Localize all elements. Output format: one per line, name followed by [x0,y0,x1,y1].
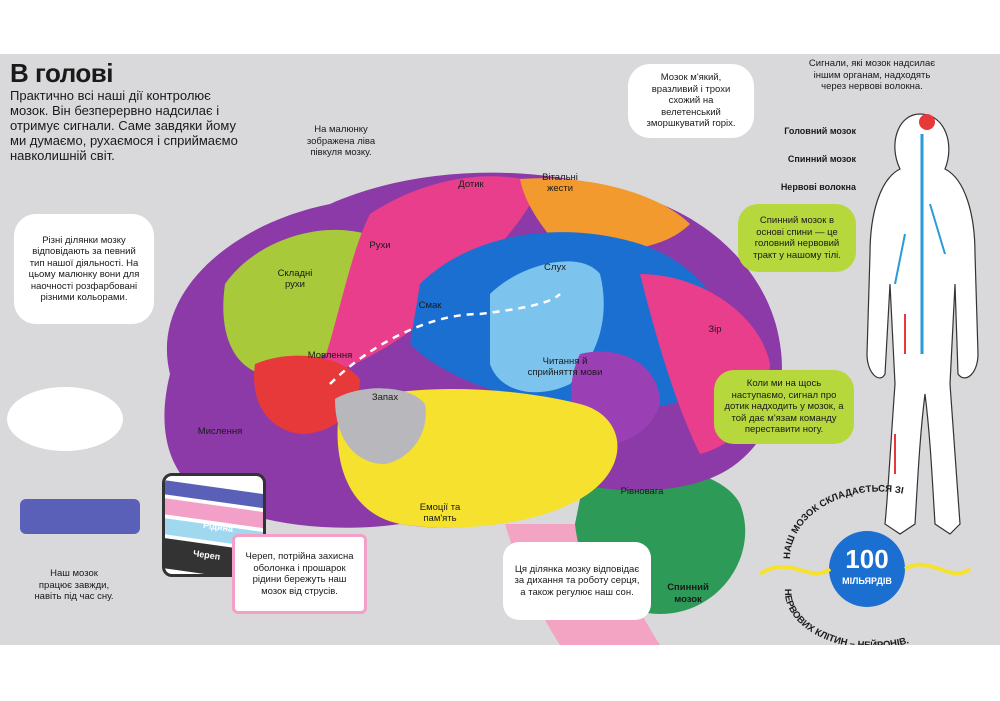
arrow-down [929,203,946,255]
skull-note: Череп, потрійна захисна оболонка і проша… [232,534,367,614]
region-thinking-label: Мислення [197,426,243,437]
region-red [254,355,360,434]
region-movements-label: Рухи [369,240,391,251]
region-vital-label: Вітальні жести [542,172,578,194]
bubble-step: Коли ми на щось наступаємо, сигнал про д… [714,370,854,444]
label-brain: Головний мозок [784,126,856,136]
page-background: В голові Практично всі наші дії контролю… [0,54,1000,645]
bubble-spinal: Спинний мозок в основі спини — це головн… [738,204,856,272]
neuron-badge [829,531,905,607]
region-light-blue [490,261,604,393]
body-brain [919,114,935,130]
region-vision-label: Зір [708,324,722,335]
bubble-stem: Ця ділянка мозку відповідає за дихання т… [503,542,651,620]
neuron-arc-text: НАШ МОЗОК СКЛАДАЄТЬСЯ ЗІ НЕРВОВИХ КЛІТИН… [782,483,910,645]
region-green [223,229,390,376]
bubble-soft: Мозок м'який, вразливий і трохи схожий н… [628,64,754,138]
region-reading-label: Читання й сприйняття мови [527,356,603,378]
region-hearing-label: Слух [544,262,566,273]
region-emotions-label: Емоції та пам'ять [419,502,461,524]
signals-note: Сигнали, які мозок надсилає іншим органа… [808,58,936,92]
neuron-axon-left [758,564,832,576]
region-balance-label: Рівновага [620,486,664,497]
label-fibers: Нервові волокна [780,182,856,192]
region-speech-label: Мовлення [307,350,353,361]
skull-card: Рідина Череп [162,473,266,577]
region-taste-label: Смак [418,300,442,311]
region-touch-label: Дотик [458,179,484,190]
neuron-unit: МІЛЬЯРДІВ [842,576,892,586]
sleeping-blanket [20,499,140,534]
brain-illustration [7,113,979,645]
neuron-bottom-text: НЕРВОВИХ КЛІТИН – НЕЙРОНІВ. [782,589,910,645]
dream-cloud [7,387,123,451]
intro-text: Практично всі наші дії контролює мозок. … [10,88,238,163]
region-complex-label: Складні рухи [277,268,313,290]
bubble-areas: Різні ділянки мозку відповідають за певн… [14,214,154,324]
neuron-number: 100 [845,544,889,574]
label-spinal: Спинний мозок [787,154,856,164]
neuron-axon-right [903,562,972,576]
signal-path [329,293,561,385]
page-title: В голові [10,58,113,88]
region-gray [335,388,426,464]
region-smell-label: Запах [371,392,399,403]
left-half-note: На малюнку зображена ліва півкуля мозку. [306,124,376,158]
spinal-cord-label: Спинний мозок [667,582,709,605]
arrow-down-2 [894,233,906,285]
sleep-note: Наш мозок працює завжди, навіть під час … [34,568,114,602]
